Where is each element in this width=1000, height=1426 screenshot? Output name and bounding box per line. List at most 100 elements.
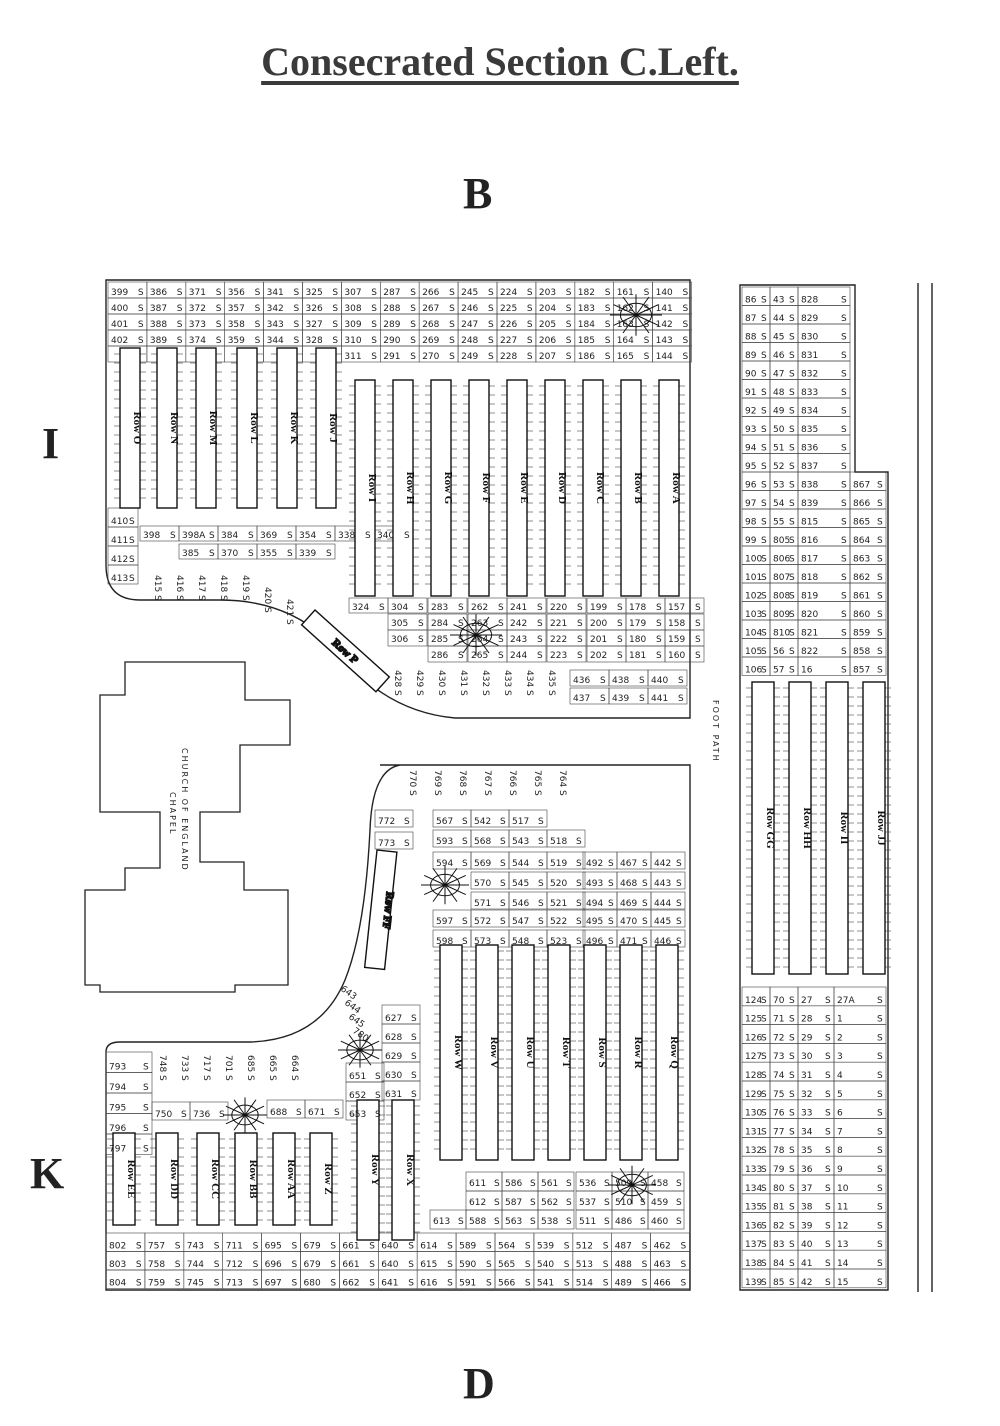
plot-number: 163 <box>617 320 634 330</box>
row-bar-row-a <box>658 379 680 597</box>
plot-suffix: S <box>877 1203 883 1213</box>
plot-suffix: S <box>761 536 767 546</box>
curve-plot: 418 S <box>218 575 228 601</box>
plot-suffix: S <box>458 651 464 661</box>
curve-plot: 665 S <box>267 1055 277 1081</box>
plot-suffix: S <box>605 320 611 330</box>
plot-suffix: S <box>576 899 582 909</box>
plot-suffix: S <box>695 619 701 629</box>
plot-number: 436 <box>573 676 590 686</box>
plot-suffix: S <box>789 462 795 472</box>
plot-suffix: S <box>410 336 416 346</box>
row-bar-row-u-label: Row U <box>524 1036 536 1068</box>
plot-suffix: S <box>576 859 582 869</box>
plot-number: 815 <box>801 518 818 528</box>
plot-suffix: S <box>877 518 883 528</box>
plot-suffix: S <box>841 462 847 472</box>
plot-suffix: S <box>577 619 583 629</box>
plot-number: 616 <box>420 1279 437 1289</box>
plot-suffix: S <box>527 304 533 314</box>
row-bar-row-x-label: Row X <box>404 1154 416 1186</box>
church-label: CHURCH OF ENGLAND <box>180 748 189 872</box>
plot-suffix: S <box>825 996 831 1006</box>
row-bar-row-h <box>392 379 414 597</box>
plot-suffix: S <box>789 388 795 398</box>
plot-suffix: S <box>538 937 544 947</box>
row-bar-row-o <box>119 347 141 509</box>
plot-suffix: S <box>462 817 468 827</box>
plot-number: 385 <box>182 549 199 559</box>
plot-number: 858 <box>853 647 870 657</box>
plot-suffix: S <box>294 320 300 330</box>
plot-suffix: S <box>525 1242 531 1252</box>
plot-number: 228 <box>500 352 517 362</box>
curve-plot: 432 S <box>480 670 490 696</box>
row-bar-row-m <box>195 347 217 509</box>
plot-suffix: S <box>371 288 377 298</box>
plot-suffix: S <box>177 320 183 330</box>
plot-suffix: S <box>642 1242 648 1252</box>
plot-suffix: S <box>789 444 795 454</box>
plot-suffix: S <box>695 635 701 645</box>
plot-suffix: S <box>488 288 494 298</box>
plot-cell <box>537 1209 575 1230</box>
curve-plot: 416 S <box>174 575 184 601</box>
plot-suffix: S <box>877 1109 883 1119</box>
plot-number: 631 <box>385 1090 402 1100</box>
plot-number: 445 <box>654 917 671 927</box>
plot-number: 819 <box>801 592 818 602</box>
plot-suffix: S <box>375 1091 381 1101</box>
plot-cell <box>833 1268 887 1289</box>
plot-number: 199 <box>590 603 607 613</box>
plot-number: 439 <box>612 694 629 704</box>
row-bar-row-ff-group: Row FF <box>363 849 398 971</box>
plot-number: 93 <box>745 425 756 435</box>
row-bar-row-jj-label: Row JJ <box>875 810 887 846</box>
curve-plot: 429 S <box>414 670 424 696</box>
plot-suffix: S <box>841 407 847 417</box>
curve-plot: 701 S <box>223 1055 233 1081</box>
row-bar-row-ii <box>825 681 849 975</box>
plot-suffix: S <box>488 352 494 362</box>
plot-number: 522 <box>550 917 567 927</box>
plot-number: 54 <box>773 499 785 509</box>
plot-suffix: S <box>214 1279 220 1289</box>
plot-number: 88 <box>745 333 757 343</box>
plot-suffix: S <box>841 333 847 343</box>
plot-suffix: S <box>877 499 883 509</box>
plot-suffix: S <box>600 694 606 704</box>
plot-number: 357 <box>228 304 245 314</box>
plot-suffix: S <box>408 1242 414 1252</box>
plot-number: 857 <box>853 666 870 676</box>
plot-suffix: S <box>537 603 543 613</box>
plot-number: 597 <box>436 917 453 927</box>
plot-number: 49 <box>773 407 785 417</box>
plot-suffix: S <box>209 531 215 541</box>
plot-number: 830 <box>801 333 818 343</box>
plot-suffix: S <box>143 1145 149 1155</box>
plot-number: 44 <box>773 314 785 324</box>
plot-number: 745 <box>187 1279 204 1289</box>
plot-suffix: S <box>789 592 795 602</box>
plot-number: 36 <box>801 1165 813 1175</box>
plot-suffix: S <box>527 320 533 330</box>
plot-number: 283 <box>431 603 448 613</box>
plot-number: 11 <box>837 1203 848 1213</box>
plot-number: 358 <box>228 320 245 330</box>
church-outline <box>84 661 291 993</box>
plot-suffix: S <box>143 1104 149 1114</box>
plot-suffix: S <box>789 666 795 676</box>
plot-suffix: S <box>841 314 847 324</box>
plot-suffix: S <box>683 320 689 330</box>
plot-suffix: S <box>604 1217 610 1227</box>
plot-number: 671 <box>308 1108 325 1118</box>
plot-suffix: S <box>129 555 135 565</box>
plot-number: 5 <box>837 1090 843 1100</box>
plot-suffix: S <box>656 635 662 645</box>
plot-suffix: S <box>371 336 377 346</box>
plot-suffix: S <box>617 651 623 661</box>
plot-number: 133 <box>745 1165 762 1175</box>
row-bar-row-r <box>619 944 643 1161</box>
plot-number: 242 <box>510 619 527 629</box>
plot-suffix: S <box>789 1109 795 1119</box>
